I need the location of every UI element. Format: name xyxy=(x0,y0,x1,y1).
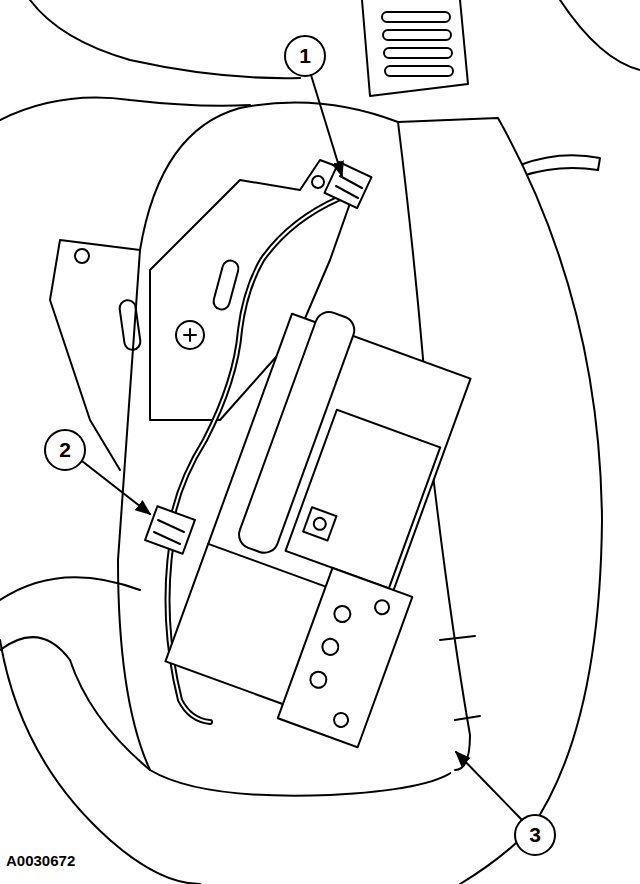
dash-contour xyxy=(0,640,200,884)
airbag-module xyxy=(303,507,336,540)
airbag-module xyxy=(286,410,441,589)
airbag-module xyxy=(160,300,494,748)
callout-number: 1 xyxy=(299,44,311,67)
dash-contour xyxy=(560,0,640,70)
mounting-bracket xyxy=(184,329,196,341)
callout-circle xyxy=(45,36,555,855)
electrical-connector xyxy=(145,162,371,554)
trim-panel xyxy=(398,118,602,884)
airbag-module xyxy=(320,637,341,658)
vent-grille xyxy=(383,30,451,40)
trim-panel xyxy=(440,636,475,640)
callout-circle xyxy=(515,815,555,855)
dash-contour xyxy=(520,155,600,176)
callout-number: 3 xyxy=(529,823,541,847)
mounting-bracket xyxy=(75,249,89,263)
vent-grille xyxy=(362,0,468,96)
callout-number: 3 xyxy=(529,823,541,846)
electrical-connector xyxy=(145,506,195,554)
vent-grille xyxy=(385,66,453,76)
trim-panel xyxy=(455,716,480,720)
airbag-module xyxy=(312,516,327,531)
panel-opening xyxy=(0,637,150,770)
vent-grille xyxy=(384,48,452,58)
leader-line xyxy=(311,75,342,176)
dash-contour xyxy=(30,0,300,78)
trim-panel xyxy=(398,118,602,884)
leader-line xyxy=(456,752,522,820)
airbag-module xyxy=(332,711,350,729)
airbag-module xyxy=(308,670,329,691)
vent-grille xyxy=(382,12,450,22)
mounting-bracket xyxy=(212,259,240,311)
airbag-module xyxy=(373,598,391,616)
figure-code: A0030672 xyxy=(6,852,75,869)
mounting-bracket xyxy=(176,321,204,349)
panel-opening xyxy=(0,102,455,795)
leader-line xyxy=(82,75,522,820)
callout-number: 1 xyxy=(299,44,311,68)
callout-circle xyxy=(285,36,325,76)
panel-opening xyxy=(118,102,455,795)
airbag-module xyxy=(278,568,413,747)
callout-number: 2 xyxy=(59,438,71,462)
figure-code: A0030672 xyxy=(6,852,75,869)
airbag-module xyxy=(332,604,353,625)
dash-contour xyxy=(0,98,250,121)
callout-number: 2 xyxy=(59,438,71,461)
callout-circle xyxy=(45,430,85,470)
electrical-connector xyxy=(154,520,184,544)
leader-line xyxy=(82,461,150,514)
mounting-bracket xyxy=(312,176,324,188)
electrical-connector xyxy=(336,176,362,198)
vent-grille xyxy=(362,0,468,96)
mounting-bracket xyxy=(119,299,142,351)
electrical-connector xyxy=(325,162,372,208)
